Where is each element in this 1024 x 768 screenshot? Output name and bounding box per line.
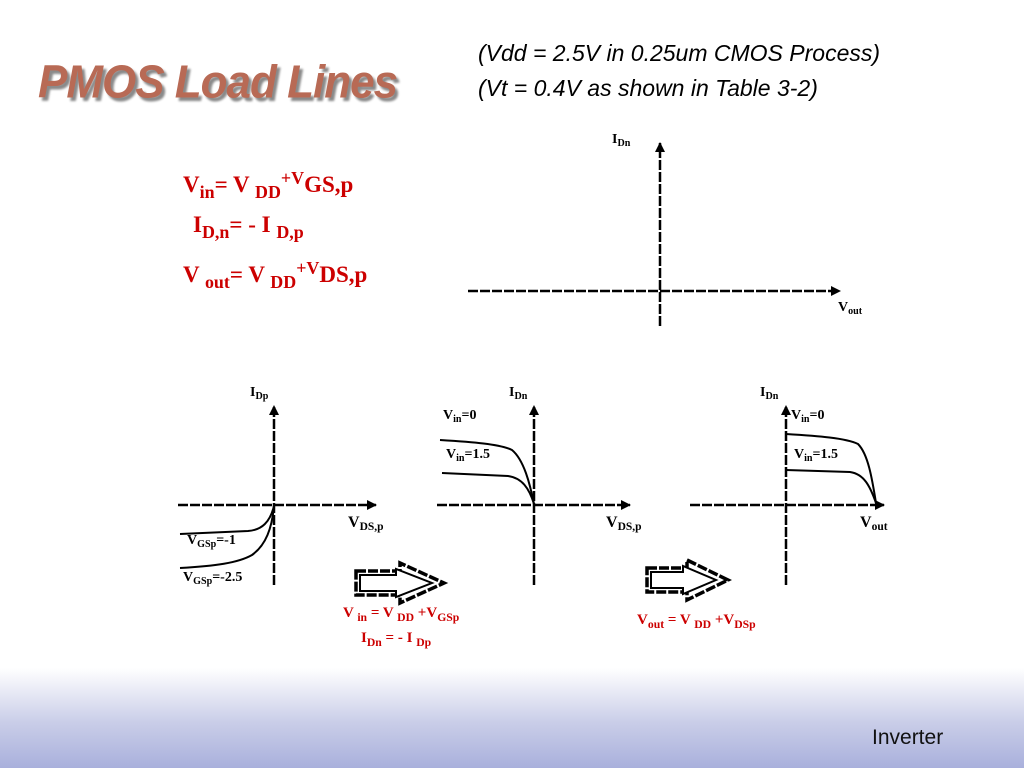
mirror-arrow-outline — [359, 567, 435, 599]
mirrored-plot-x-label: VDS,p — [606, 514, 642, 534]
footer-label: Inverter — [872, 726, 944, 749]
top-plot-x-label: Vout — [838, 300, 863, 318]
shifted-plot — [690, 405, 885, 585]
shift-arrow — [645, 557, 732, 603]
process-note: (Vdd = 2.5V in 0.25um CMOS Process) — [478, 40, 881, 66]
arrow1-equation-vin: V in = V DD +VGSp — [343, 605, 460, 625]
pmos-curve-label-2: VGSp=-2.5 — [183, 570, 243, 588]
shifted-curve-label-1: Vin=0 — [791, 408, 825, 426]
equation-vin: Vin= V DD+VGS,p — [183, 167, 354, 203]
shifted-plot-y-label: IDn — [760, 385, 779, 403]
mirrored-curve-label-2: Vin=1.5 — [446, 447, 491, 465]
mirror-arrow — [354, 560, 449, 606]
pmos-curve-vgs-1 — [179, 505, 275, 535]
pmos-plot — [178, 405, 377, 585]
threshold-note: (Vt = 0.4V as shown in Table 3-2) — [478, 75, 818, 101]
pmos-curve-label-1: VGSp=-1 — [187, 533, 236, 551]
footer-band — [0, 668, 1024, 768]
equation-vout: V out= V DD+VDS,p — [183, 257, 368, 293]
pmos-curve-vgs-2.5 — [179, 505, 275, 569]
shift-arrow-outline — [650, 564, 719, 596]
mirrored-plot — [437, 405, 631, 585]
shifted-curve-vin-0 — [785, 433, 877, 504]
arrow1-equation-id: IDn = - I Dp — [361, 630, 432, 650]
shifted-curve-label-2: Vin=1.5 — [794, 447, 839, 465]
shifted-curve-vin-1.5 — [785, 469, 877, 504]
top-plot — [468, 142, 841, 326]
mirrored-curve-label-1: Vin=0 — [443, 408, 477, 426]
mirrored-curve-vin-0 — [439, 439, 535, 505]
shifted-plot-x-label: Vout — [860, 514, 888, 534]
equation-id: ID,n= - I D,p — [193, 212, 304, 243]
mirrored-plot-y-label: IDn — [509, 385, 528, 403]
mirrored-curve-vin-1.5 — [441, 472, 535, 505]
top-plot-y-label: IDn — [612, 132, 631, 150]
pmos-plot-y-label: IDp — [250, 385, 269, 403]
arrow2-equation-vout: Vout = V DD +VDSp — [637, 612, 756, 632]
pmos-plot-x-label: VDS,p — [348, 514, 384, 534]
slide-title: PMOS Load Lines — [38, 56, 398, 109]
